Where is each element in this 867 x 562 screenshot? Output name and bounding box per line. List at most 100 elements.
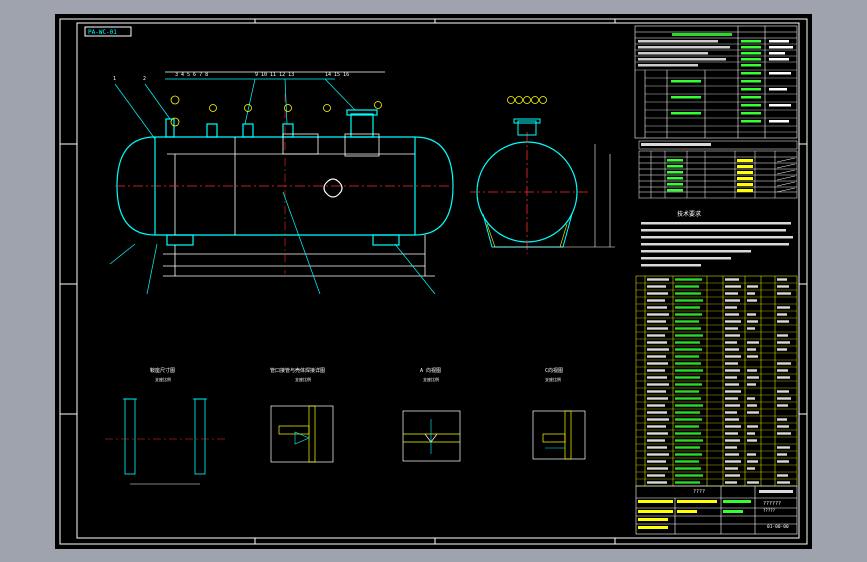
parts-row-text — [647, 362, 668, 365]
parts-row-text — [777, 397, 791, 400]
parts-row-text — [777, 376, 790, 379]
parts-row-text — [777, 334, 788, 337]
parts-row-text — [647, 306, 667, 309]
title-block-mid-label: ???? — [693, 489, 705, 495]
parts-row-text — [647, 439, 665, 442]
parts-row-text — [725, 320, 741, 323]
vessel-end-view — [470, 118, 615, 254]
parts-row-text — [647, 404, 665, 407]
tech-requirements-lines — [641, 222, 793, 267]
parts-row-text — [675, 334, 703, 337]
parts-row-text — [725, 292, 738, 295]
parts-row-text — [725, 306, 737, 309]
drawing-canvas[interactable]: PA-WC-01 — [55, 14, 812, 549]
parts-row-text — [675, 327, 701, 330]
parts-row-text — [725, 285, 741, 288]
svg-text:3 4 5 6 7 8: 3 4 5 6 7 8 — [175, 72, 208, 78]
parts-row-text — [777, 460, 789, 463]
parts-row-text — [777, 341, 790, 344]
parts-row-text — [747, 411, 759, 414]
parts-row-text — [675, 320, 699, 323]
parts-row-text — [725, 355, 741, 358]
parts-row-text — [647, 481, 667, 484]
parts-row-text — [675, 376, 700, 379]
parts-row-text — [777, 404, 788, 407]
parts-row-text — [725, 299, 740, 302]
title-block — [635, 485, 798, 535]
parts-row-text — [647, 334, 665, 337]
parts-row-text — [675, 306, 700, 309]
parts-row-text — [725, 439, 740, 442]
saddle-left — [166, 234, 194, 246]
parts-row-text — [747, 383, 756, 386]
parts-row-text — [777, 320, 789, 323]
parts-row-text — [675, 481, 700, 484]
detail-2-title: 管口接管与壳体焊接详图 — [270, 367, 325, 374]
parts-row-text — [747, 285, 758, 288]
design-table-text-blocks — [638, 33, 793, 123]
parts-row-text — [725, 460, 741, 463]
parts-row-text — [777, 313, 787, 316]
parts-row-text — [747, 439, 757, 442]
detail-c-view: C向视图 支座比例 — [532, 367, 586, 460]
parts-row-text — [675, 348, 702, 351]
parts-row-text — [747, 313, 756, 316]
parts-row-text — [747, 327, 755, 330]
design-table-rows — [635, 43, 797, 133]
parts-row-text — [747, 355, 758, 358]
cad-drawing: PA-WC-01 — [59, 18, 808, 545]
detail-views: 鞍座尺寸图 支座比例 管口接管与壳体焊接详图 支座比例 — [105, 367, 586, 485]
parts-row-text — [747, 320, 758, 323]
parts-row-text — [725, 418, 739, 421]
parts-row-text — [777, 362, 791, 365]
svg-text:1: 1 — [113, 76, 116, 82]
parts-row-text — [647, 474, 665, 477]
parts-row-text — [747, 348, 756, 351]
parts-row-text — [647, 327, 668, 330]
parts-row-text — [747, 467, 755, 470]
frame-ticks — [60, 19, 807, 544]
vessel-internals — [163, 71, 435, 277]
parts-row-text — [725, 341, 737, 344]
detail-nozzle-weld: 管口接管与壳体焊接详图 支座比例 — [270, 367, 334, 463]
parts-row-text — [647, 341, 667, 344]
parts-row-text — [725, 313, 739, 316]
parts-row-text — [777, 474, 788, 477]
tech-requirements-title: 技术要求 — [677, 210, 701, 218]
parts-row-text — [777, 432, 791, 435]
parts-row-text — [647, 292, 668, 295]
parts-row-text — [647, 397, 668, 400]
nozzle-balloons — [170, 95, 382, 127]
parts-row-text — [675, 313, 702, 316]
parts-row-text — [747, 481, 759, 484]
nozzle-table-marks — [641, 143, 796, 193]
parts-row-text — [647, 390, 666, 393]
parts-row-text — [675, 362, 701, 365]
detail-4-scale: 支座比例 — [545, 376, 561, 382]
parts-row-text — [725, 383, 739, 386]
parts-row-text — [725, 362, 738, 365]
parts-row-text — [725, 348, 739, 351]
parts-row-text — [777, 446, 790, 449]
parts-row-text — [747, 460, 758, 463]
parts-row-text — [675, 299, 703, 302]
svg-text:9 10 11 12 13: 9 10 11 12 13 — [255, 72, 294, 78]
parts-row-text — [647, 418, 669, 421]
parts-row-text — [647, 278, 669, 281]
parts-row-text — [675, 474, 703, 477]
parts-row-text — [725, 467, 738, 470]
leader-lines — [109, 78, 436, 295]
parts-row-text — [675, 292, 701, 295]
drawing-number: 01-00-00 — [767, 524, 789, 530]
nozzle-table — [638, 140, 798, 199]
parts-row-text — [725, 334, 740, 337]
parts-row-text — [675, 453, 702, 456]
parts-row-text — [725, 369, 740, 372]
leader-numbers: 3 4 5 6 7 8 9 10 11 12 13 14 15 16 1 2 — [113, 72, 349, 82]
parts-row-text — [675, 285, 699, 288]
inner-frame — [76, 22, 800, 539]
detail-4-title: C向视图 — [545, 367, 563, 374]
parts-row-text — [675, 383, 702, 386]
parts-row-text — [647, 355, 666, 358]
